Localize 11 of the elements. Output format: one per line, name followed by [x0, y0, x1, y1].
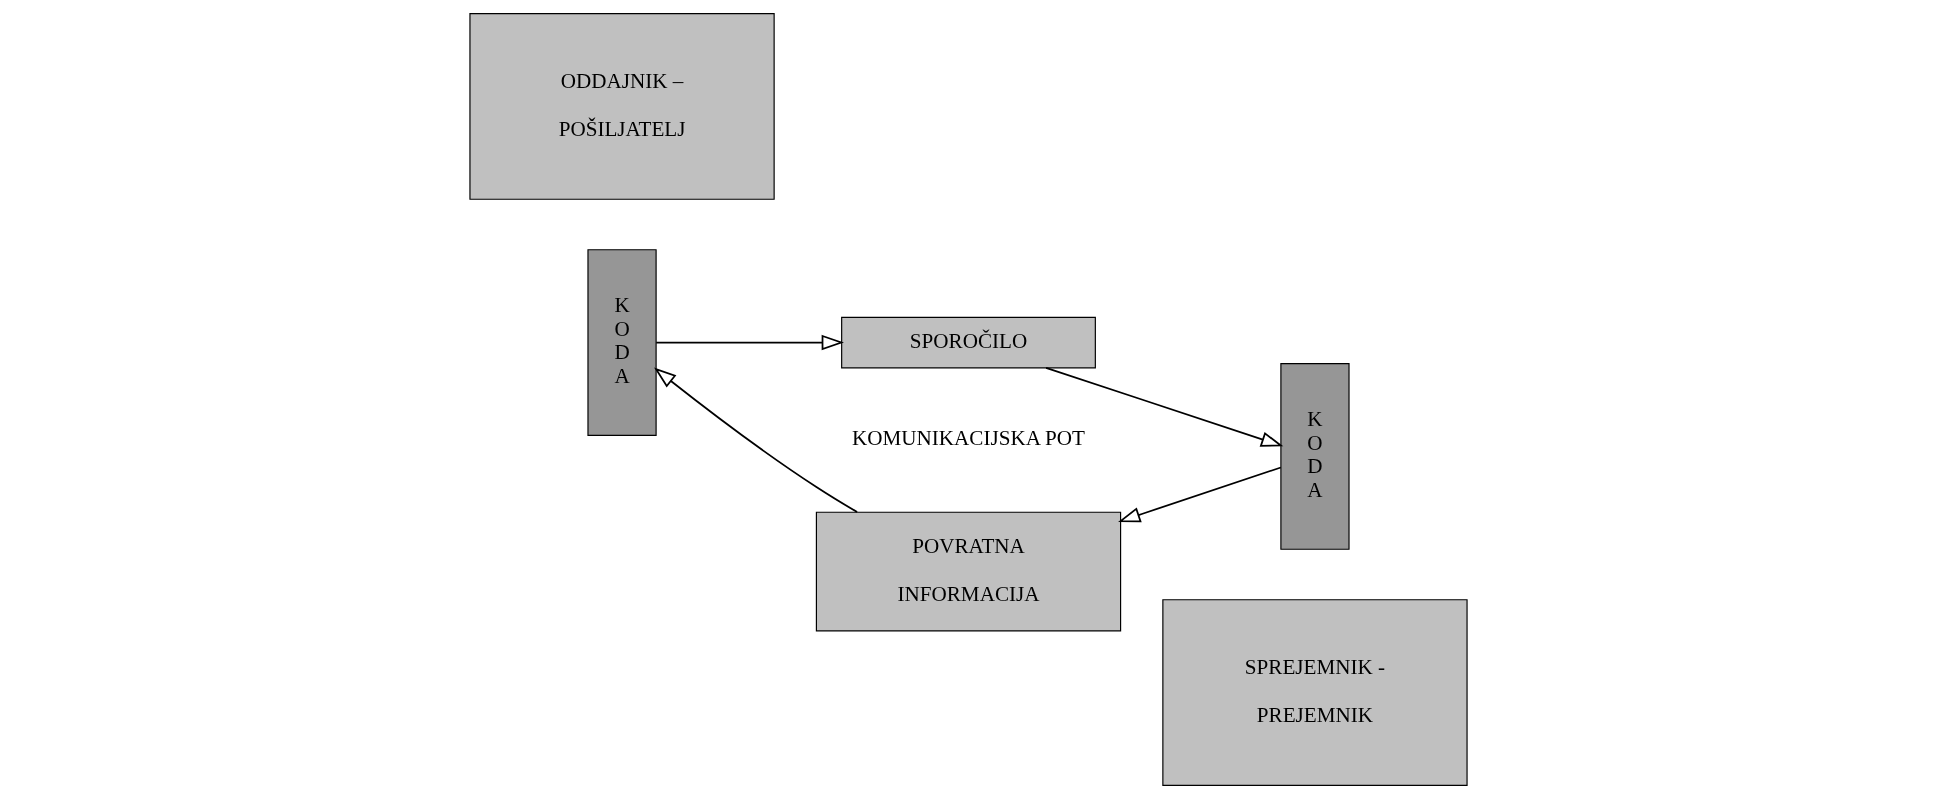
node-box: SPREJEMNIK - PREJEMNIK: [1161, 598, 1468, 786]
node-box: K O D A: [586, 248, 657, 436]
arrow: [1044, 366, 1283, 447]
arrow: [1117, 466, 1282, 522]
node-box: POVRATNA INFORMACIJA: [815, 511, 1121, 631]
node-box: K O D A: [1279, 362, 1350, 550]
node-box: SPOROČILO: [840, 316, 1096, 368]
node-box: ODDAJNIK – POŠILJATELJ: [468, 12, 775, 200]
arrow: [654, 334, 844, 350]
arrow: [653, 367, 858, 513]
label: KOMUNIKACIJSKA POT: [851, 425, 1085, 450]
